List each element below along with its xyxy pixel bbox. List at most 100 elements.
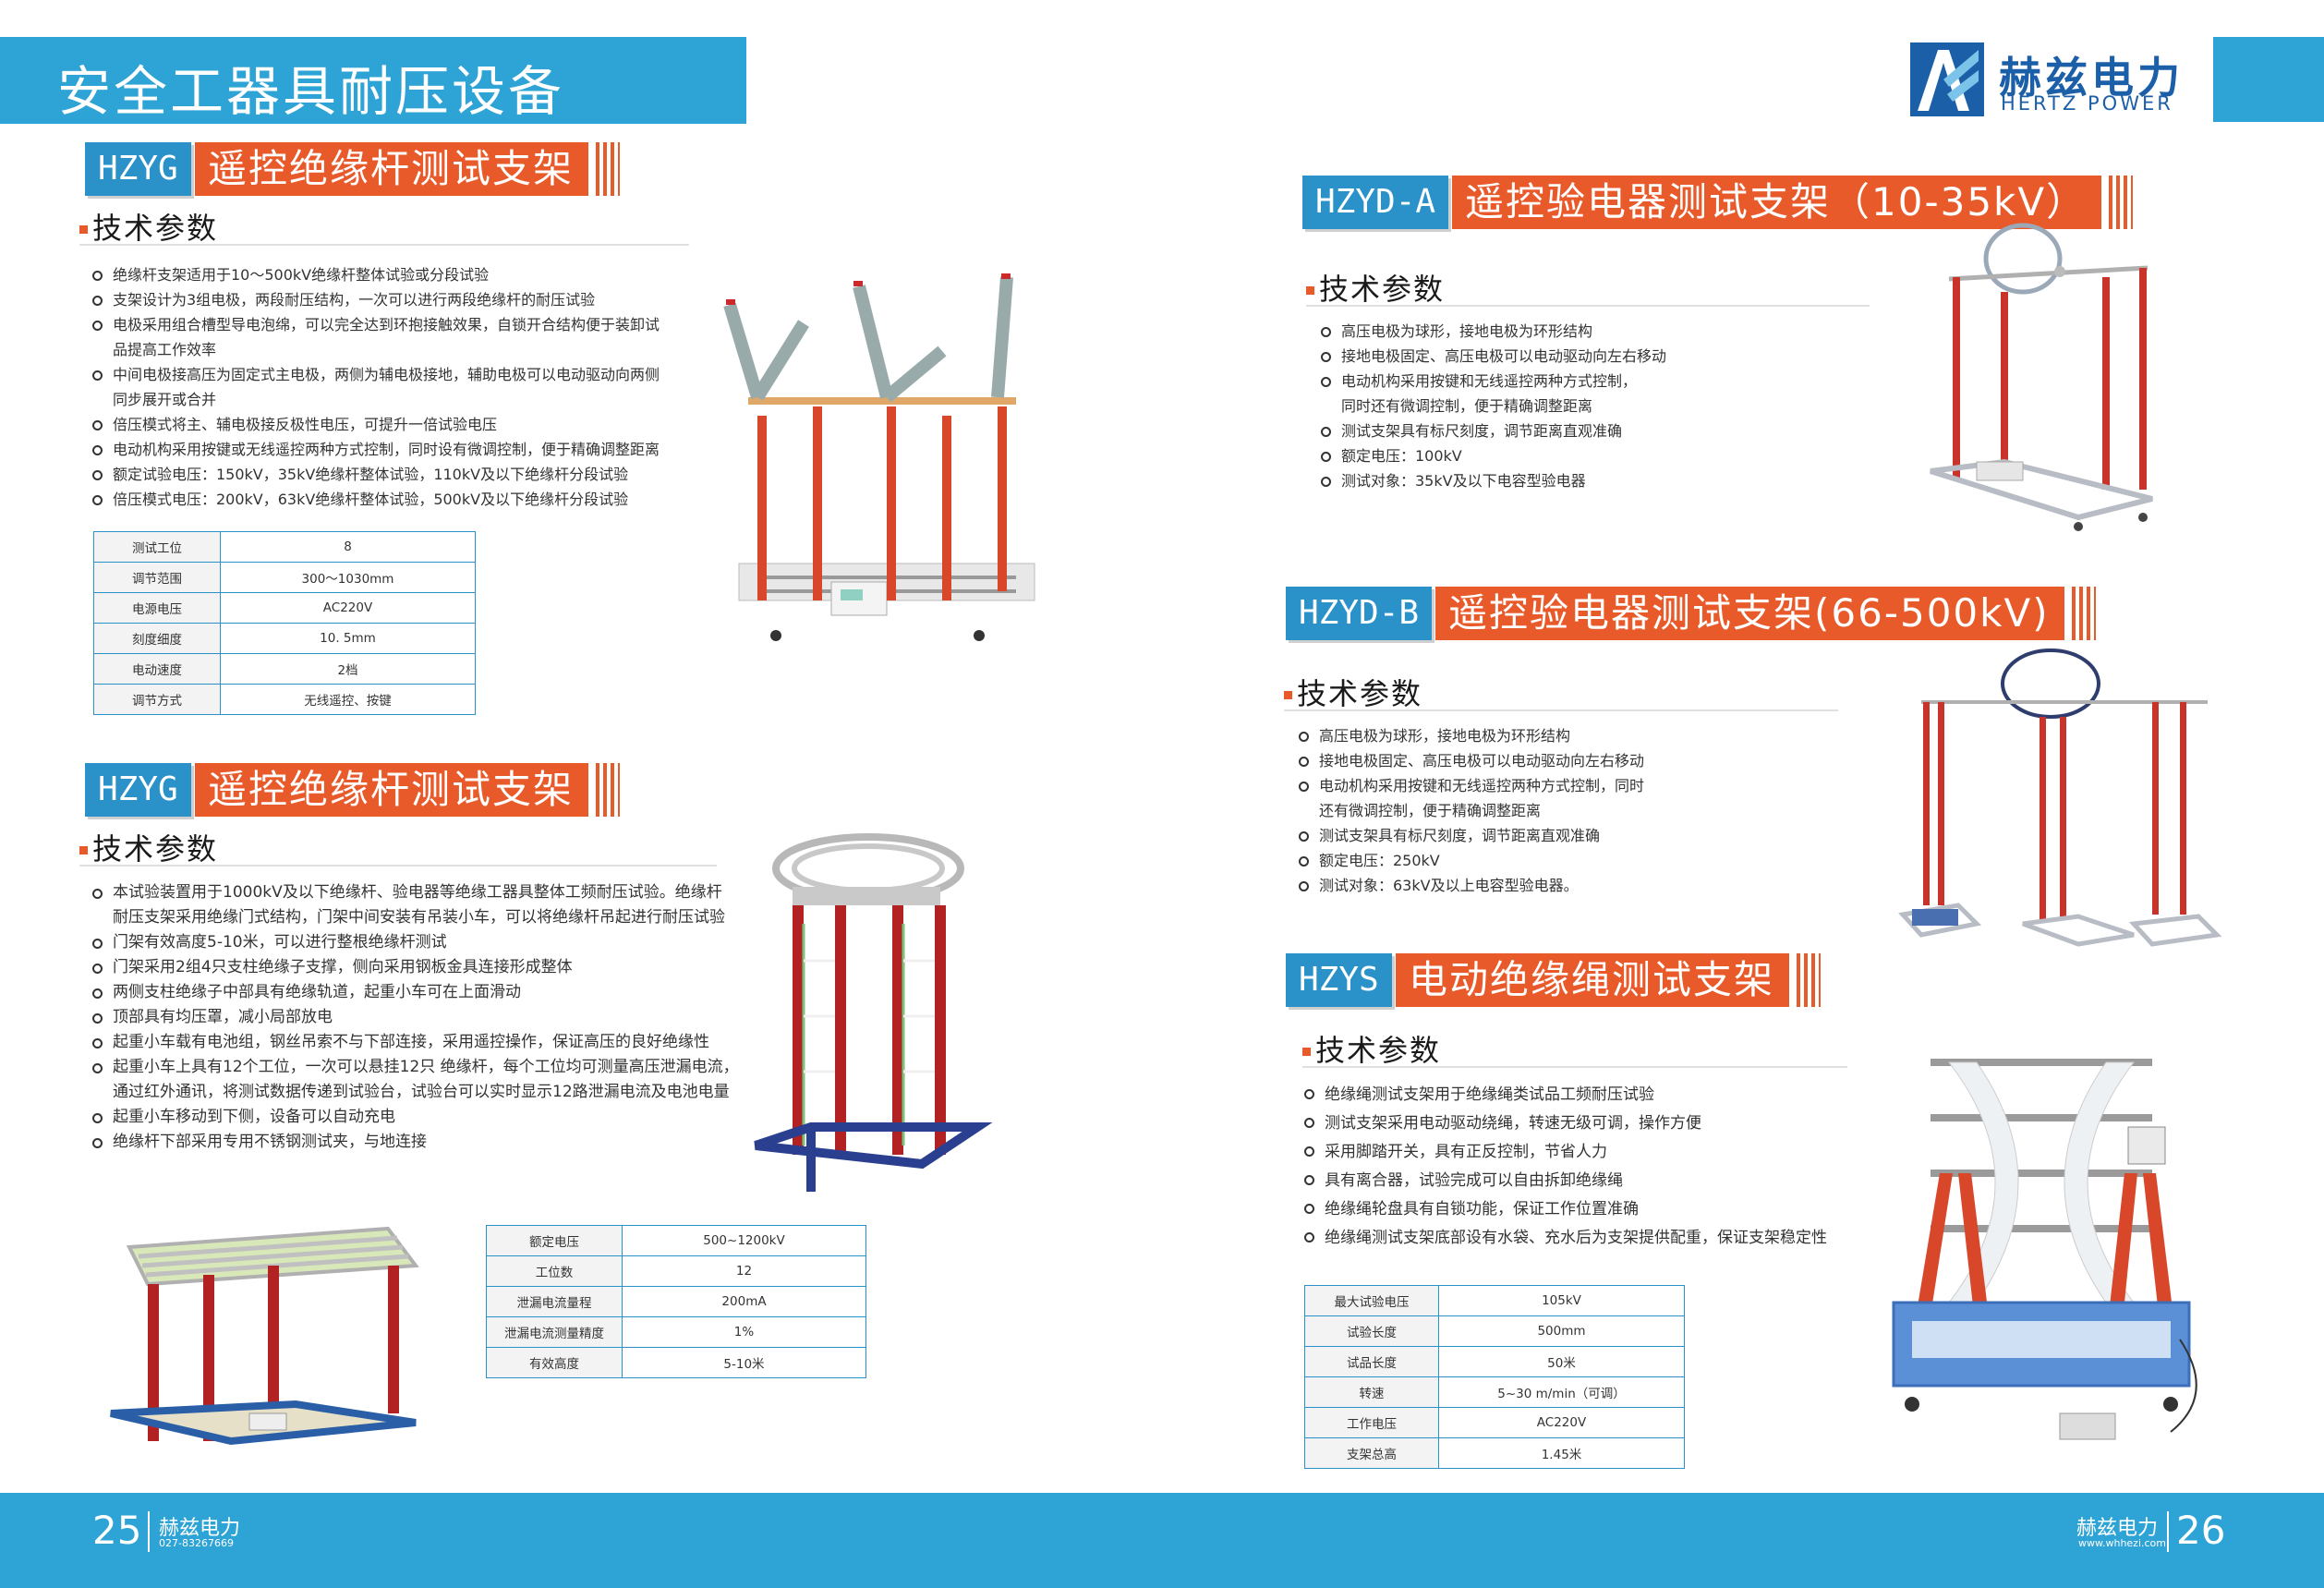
section-5-heading: HZYS 电动绝缘绳测试支架 [1286, 953, 1840, 1007]
section-3-code: HZYD-A [1302, 176, 1449, 229]
bullet: 额定试验电压：150kV，35kV绝缘杆整体试验，110kV及以下绝缘杆分段试验 [89, 462, 660, 487]
rope-test-stand-image [1892, 1059, 2197, 1440]
bullet: 绝缘杆支架适用于10～500kV绝缘杆整体试验或分段试验 [89, 262, 660, 287]
bullet: 接地电极固定、高压电极可以电动驱动向左右移动 [1295, 748, 1644, 773]
bullet: 绝缘杆下部采用专用不锈钢测试夹，与地连接 [89, 1130, 739, 1155]
footer-bar [0, 1493, 2324, 1588]
heading-stripes [2109, 176, 2133, 229]
bullet: 高压电极为球形，接地电极为环形结构 [1295, 723, 1644, 748]
brand-logo: 赫兹电力 HERTZ POWER [1910, 37, 2204, 122]
bullet: 测试对象：35kV及以下电容型验电器 [1317, 468, 1666, 493]
bullet: 绝缘绳测试支架底部设有水袋、充水后为支架提供配重，保证支架稳定性 [1301, 1224, 1827, 1253]
gantry-test-frame-image [754, 833, 993, 1192]
bullet: 绝缘绳测试支架用于绝缘绳类试品工频耐压试验 [1301, 1081, 1827, 1109]
footer-divider [148, 1511, 150, 1552]
section-1-bullets: 绝缘杆支架适用于10～500kV绝缘杆整体试验或分段试验 支架设计为3组电极，两… [89, 262, 660, 512]
bullet: 额定电压：100kV [1317, 443, 1666, 468]
section-2-code: HZYG [85, 763, 191, 817]
table-row: 调节方式无线遥控、按键 [93, 684, 476, 715]
header-title-bar: 安全工器具耐压设备 [0, 37, 746, 124]
section-5-bullets: 绝缘绳测试支架用于绝缘绳类试品工频耐压试验 测试支架采用电动驱动绕绳，转速无级可… [1301, 1081, 1827, 1253]
bullet: 支架设计为3组电极，两段耐压结构，一次可以进行两段绝缘杆的耐压试验 [89, 287, 660, 312]
bullet: 电动机构采用按键和无线遥控两种方式控制，同时 [1295, 773, 1644, 798]
bullet: 中间电极接高压为固定式主电极，两侧为辅电极接地，辅助电极可以电动驱动向两侧 [89, 362, 660, 387]
left-page-number: 25 [92, 1508, 142, 1553]
sub-label: 技术参数 [1297, 676, 1423, 711]
sub-label: 技术参数 [1319, 272, 1446, 307]
bullet: 测试支架具有标尺刻度，调节距离直观准确 [1317, 418, 1666, 443]
section-3-subheading: 技术参数 [1306, 266, 1870, 307]
bullet: 具有离合器，试验完成可以自由拆卸绝缘绳 [1301, 1167, 1827, 1195]
bullet: 本试验装置用于1000kV及以下绝缘杆、验电器等绝缘工器具整体工频耐压试验。绝缘… [89, 880, 739, 905]
section-5-code: HZYS [1286, 953, 1392, 1007]
section-2-subheading: 技术参数 [79, 826, 717, 867]
bullet: 电动机构采用按键或无线遥控两种方式控制，同时设有微调控制，便于精确调整距离 [89, 437, 660, 462]
section-1-code: HZYG [85, 142, 191, 196]
bullet-continuation: 耐压支架采用绝缘门式结构，门架中间安装有吊装小车，可以将绝缘杆吊起进行耐压试验 [113, 908, 725, 927]
bullet: 门架采用2组4只支柱绝缘子支撑，侧向采用钢板金具连接形成整体 [89, 955, 739, 980]
bullet: 两侧支柱绝缘子中部具有绝缘轨道，起重小车可在上面滑动 [89, 980, 739, 1005]
section-3-name: 遥控验电器测试支架（10-35kV） [1452, 176, 2102, 229]
section-1-subheading: 技术参数 [79, 205, 689, 246]
section-4-bullets: 高压电极为球形，接地电极为环形结构 接地电极固定、高压电极可以电动驱动向左右移动… [1295, 723, 1644, 898]
section-4-heading: HZYD-B 遥控验电器测试支架(66-500kV) [1286, 587, 2096, 640]
section-5-subheading: 技术参数 [1302, 1027, 1847, 1068]
page-title: 安全工器具耐压设备 [57, 60, 565, 123]
hertz-logo-icon [1910, 42, 1984, 116]
footer-divider [2167, 1511, 2169, 1552]
section-2-name: 遥控绝缘杆测试支架 [195, 763, 589, 817]
logo-text-en: HERTZ POWER [2001, 92, 2173, 115]
bullet: 顶部具有均压罩，减小局部放电 [89, 1005, 739, 1030]
bullet: 测试支架采用电动驱动绕绳，转速无级可调，操作方便 [1301, 1109, 1827, 1138]
section-3-bullets: 高压电极为球形，接地电极为环形结构 接地电极固定、高压电极可以电动驱动向左右移动… [1317, 319, 1666, 493]
section-5-name: 电动绝缘绳测试支架 [1396, 953, 1790, 1007]
bullet: 电极采用组合槽型导电泡绵，可以完全达到环抱接触效果，自锁开合结构便于装卸试 [89, 312, 660, 337]
section-3-heading: HZYD-A 遥控验电器测试支架（10-35kV） [1302, 176, 2133, 229]
header-right-bar [2213, 37, 2324, 122]
left-footer-phone: 027-83267669 [159, 1537, 234, 1549]
sub-label: 技术参数 [1315, 1033, 1442, 1068]
bullet: 高压电极为球形，接地电极为环形结构 [1317, 319, 1666, 344]
gantry-wide-image [110, 1226, 419, 1446]
bullet: 测试支架具有标尺刻度，调节距离直观准确 [1295, 823, 1644, 848]
section-2-bullets: 本试验装置用于1000kV及以下绝缘杆、验电器等绝缘工器具整体工频耐压试验。绝缘… [89, 880, 739, 1155]
bullet-continuation: 品提高工作效率 [113, 341, 217, 358]
bullet-continuation: 同时还有微调控制，便于精确调整距离 [1341, 397, 1593, 415]
bullet: 电动机构采用按键和无线遥控两种方式控制， [1317, 369, 1666, 394]
electroscope-stand-b-image [1898, 649, 2222, 947]
bullet: 门架有效高度5-10米，可以进行整根绝缘杆测试 [89, 930, 739, 955]
section-4-subheading: 技术参数 [1284, 671, 1838, 711]
heading-stripes [1797, 953, 1821, 1007]
bullet-continuation: 同步展开或合并 [113, 391, 217, 408]
heading-stripes [2072, 587, 2096, 640]
bullet-continuation: 通过红外通讯，将测试数据传递到试验台，试验台可以实时显示12路泄漏电流及电池电量 [113, 1083, 730, 1101]
bullet: 倍压模式将主、辅电极接反极性电压，可提升一倍试验电压 [89, 412, 660, 437]
bullet: 倍压模式电压：200kV，63kV绝缘杆整体试验，500kV及以下绝缘杆分段试验 [89, 487, 660, 512]
bullet: 起重小车移动到下侧，设备可以自动充电 [89, 1105, 739, 1130]
bullet: 采用脚踏开关，具有正反控制，节省人力 [1301, 1138, 1827, 1167]
electroscope-stand-a-image [1930, 223, 2153, 531]
insulating-rod-stand-image [723, 273, 1035, 641]
right-page-number: 26 [2176, 1508, 2226, 1553]
logo-text-cn: 赫兹电力 [1999, 53, 2184, 103]
bullet-continuation: 还有微调控制，便于精确调整距离 [1319, 802, 1542, 819]
bullet: 起重小车上具有12个工位，一次可以悬挂12只 绝缘杆，每个工位均可测量高压泄漏电… [89, 1055, 739, 1080]
bullet: 绝缘绳轮盘具有自锁功能，保证工作位置准确 [1301, 1195, 1827, 1224]
right-footer-url: www.whhezi.com [2078, 1537, 2167, 1549]
